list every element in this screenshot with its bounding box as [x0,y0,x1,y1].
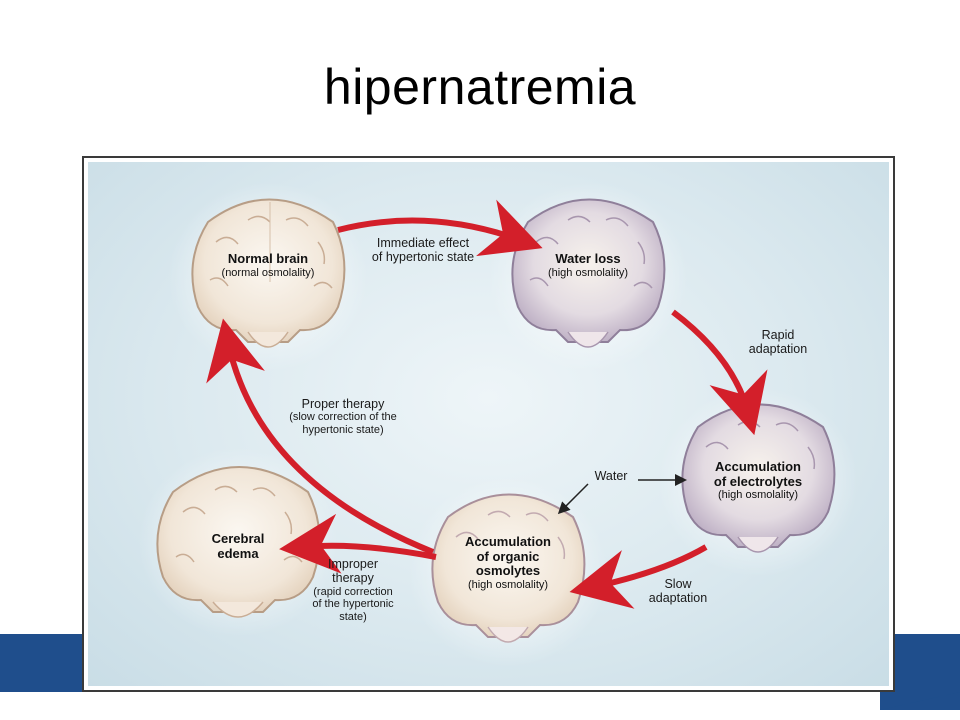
brain-water-loss [511,198,666,348]
immediate-line-2: of hypertonic state [371,250,475,265]
footer-logo [738,682,888,704]
brain-osmolytes [431,493,586,643]
brain-electrolytes [681,403,836,553]
diagram-svg [138,182,858,667]
arrow-immediate [337,199,543,257]
improper-main-1: Improper [327,557,379,571]
label-slow: Slow adaptation [628,577,728,606]
label-water-loss: Water loss (high osmolality) [518,251,658,279]
water-text: Water [594,469,628,483]
slide-title: hipernatremia [323,59,637,115]
diagram-figure: Normal brain (normal osmolality) Water l… [82,156,895,692]
normal-title: Normal brain [227,251,309,266]
label-improper: Improper therapy (rapid correction of th… [293,557,413,624]
label-edema: Cerebral edema [178,531,298,561]
osmolytes-title-2: of organic [476,548,540,564]
electrolytes-title-2: of electrolytes [713,473,803,489]
arrow-rapid [671,309,768,436]
normal-subtitle: (normal osmolality) [221,266,315,279]
label-normal: Normal brain (normal osmolality) [198,251,338,279]
label-osmolytes: Accumulation of organic osmolytes (high … [438,534,578,591]
rapid-line-2: adaptation [748,342,808,357]
immediate-line-1: Immediate effect [376,236,470,250]
proper-detail-2: hypertonic state) [302,424,384,437]
brain-edema [156,466,321,618]
electrolytes-title-1: Accumulation [715,459,801,474]
electrolytes-subtitle: (high osmolality) [717,489,799,502]
arrow-water-out [557,483,589,515]
osmolytes-title-1: Accumulation [465,534,551,549]
osmolytes-subtitle: (high osmolality) [467,578,549,591]
label-rapid: Rapid adaptation [728,328,828,357]
water-loss-title: Water loss [555,251,621,266]
improper-detail-1: (rapid correction [313,585,393,598]
rapid-line-1: Rapid [761,328,795,342]
arrow-proper [206,318,435,555]
edema-title-1: Cerebral [211,531,265,546]
label-electrolytes: Accumulation of electrolytes (high osmol… [688,459,828,502]
water-loss-subtitle: (high osmolality) [547,266,629,279]
arrow-improper [279,513,437,574]
brain-normal [191,198,346,348]
improper-detail-2: of the hypertonic [312,598,394,611]
slow-line-2: adaptation [648,591,708,606]
slow-line-1: Slow [664,577,692,591]
edema-title-2: edema [217,545,259,561]
arrow-slow [569,544,708,609]
osmolytes-title-3: osmolytes [475,563,541,579]
improper-main-2: therapy [332,571,374,586]
improper-detail-3: state) [339,611,367,624]
proper-main: Proper therapy [301,397,385,411]
diagram-background: Normal brain (normal osmolality) Water l… [88,162,889,686]
label-proper: Proper therapy (slow correction of the h… [268,397,418,437]
footer-tab-cut [880,692,960,710]
proper-detail-1: (slow correction of the [289,411,397,424]
label-water: Water [586,469,636,483]
label-immediate: Immediate effect of hypertonic state [343,236,503,265]
